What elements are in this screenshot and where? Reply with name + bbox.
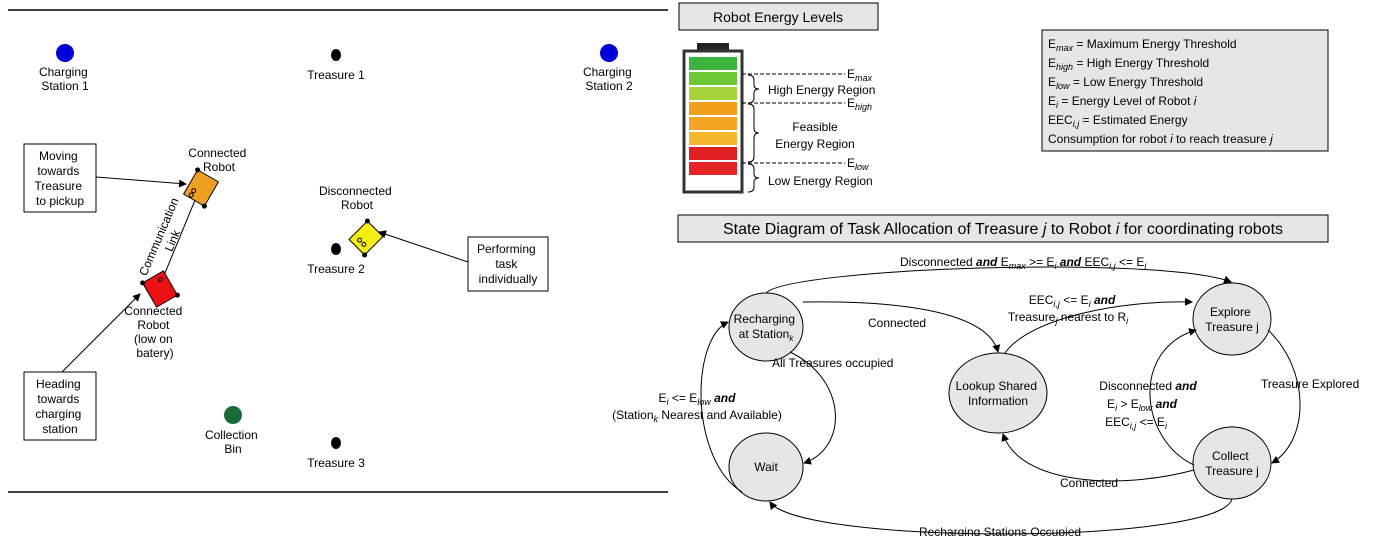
charging-station-1-marker	[56, 44, 74, 62]
feasible-region-label: Energy Region	[775, 137, 854, 151]
callout-moving-text: Moving towards Treasure to pickup	[35, 149, 86, 208]
edge-to-recharge-label-1: Ei <= Elow and	[659, 391, 737, 407]
state-collect-label: Collect Treasure j	[1205, 449, 1259, 478]
arena-panel: Charging Station 1 Charging Station 2 Tr…	[8, 9, 668, 493]
callout-performing-arrow	[378, 230, 469, 263]
legend-line-emax: Emax = Maximum Energy Threshold	[1048, 37, 1237, 53]
battery-cell	[689, 87, 737, 100]
battery-terminal	[697, 43, 729, 51]
brace-feasible	[747, 103, 760, 163]
state-recharging-label: Recharging at Stationk	[734, 312, 799, 343]
state-diagram-title: State Diagram of Task Allocation of Trea…	[723, 221, 1283, 238]
state-lookup	[948, 352, 1048, 434]
state-explore-label: Explore Treasure j	[1205, 305, 1259, 334]
battery-cell	[689, 117, 737, 130]
ehigh-label: Ehigh	[847, 96, 872, 112]
disconnected-robot-label: Disconnected Robot	[319, 184, 395, 212]
edge-collect-to-lookup	[1001, 433, 1195, 482]
legend-panel: Emax = Maximum Energy Threshold Ehigh = …	[1041, 29, 1329, 152]
legend-box	[1041, 29, 1329, 152]
battery-cell	[689, 132, 737, 145]
treasure-1-label: Treasure 1	[307, 68, 365, 82]
charging-station-2-marker	[600, 44, 618, 62]
edge-all-occupied-label: All Treasures occupied	[772, 356, 893, 370]
edge-collect-to-explore	[1149, 328, 1197, 466]
edge-disconnected-label-3: EECi,j <= Ei	[1105, 415, 1168, 431]
energy-title-box	[678, 2, 879, 31]
edge-recharge-to-explore-top	[765, 266, 1232, 294]
brace-low	[747, 163, 760, 193]
edge-stations-occupied-label: Recharging Stations Occupied	[919, 525, 1081, 536]
treasure-3-label: Treasure 3	[307, 456, 365, 470]
state-diagram-title-box	[677, 214, 1329, 243]
callout-performing-text: Performing task individually	[477, 242, 539, 286]
charging-station-1-label: Charging Station 1	[39, 65, 91, 93]
edge-top-label: Disconnected and Emax >= Ei and EECi,j <…	[900, 255, 1147, 271]
edge-treasure-explored-label: Treasure Explored	[1261, 377, 1359, 391]
battery-cell	[689, 147, 737, 160]
callout-moving-box	[23, 143, 97, 213]
edge-disconnected-label-2: Ei > Elow and	[1107, 397, 1178, 413]
treasure-2-marker	[331, 243, 341, 255]
feasible-label: Feasible	[792, 120, 838, 134]
energy-title: Robot Energy Levels	[713, 9, 843, 25]
state-wait-label: Wait	[754, 460, 778, 474]
battery-cell	[689, 57, 737, 70]
callout-heading-text: Heading towards charging station	[35, 377, 84, 436]
battery-cell	[689, 162, 737, 175]
state-collect	[1192, 426, 1272, 500]
disconnected-robot-yellow	[348, 218, 384, 258]
connected-robot-bottom-label: Connected Robot (low on batery)	[124, 304, 185, 360]
energy-panel: Robot Energy Levels Emax High Energy Reg…	[678, 2, 879, 194]
collection-bin-marker	[224, 406, 242, 424]
treasure-2-label: Treasure 2	[307, 262, 365, 276]
emax-label: Emax	[847, 67, 873, 83]
legend-line-elow: Elow = Low Energy Threshold	[1048, 75, 1203, 91]
state-diagram-panel: State Diagram of Task Allocation of Trea…	[612, 214, 1359, 536]
legend-line-consumption: Consumption for robot i to reach treasur…	[1048, 132, 1273, 146]
battery-cell	[689, 72, 737, 85]
legend-line-ehigh: Ehigh = High Energy Threshold	[1048, 56, 1209, 72]
edge-lookup-to-explore	[1004, 297, 1193, 354]
edge-treasure-nearest-label: Treasurej nearest to Ri	[1008, 310, 1129, 326]
edge-connected-bottom-label: Connected	[1060, 476, 1118, 490]
callout-moving-arrow	[95, 176, 187, 188]
legend-line-ei: Ei = Energy Level of Robot i	[1048, 94, 1197, 110]
battery-cell	[689, 102, 737, 115]
charging-station-2-label: Charging Station 2	[583, 65, 635, 93]
treasure-1-marker	[331, 49, 341, 61]
state-lookup-label: Lookup Shared Information	[956, 379, 1041, 408]
edge-eec-label: EECi,j <= Ei and	[1029, 293, 1116, 309]
connected-robot-red	[140, 270, 180, 308]
edge-to-recharge-label-2: (Stationk Nearest and Available)	[612, 408, 782, 424]
battery-cells	[689, 57, 737, 175]
state-wait	[728, 432, 804, 502]
elow-label: Elow	[847, 156, 869, 172]
brace-high	[747, 74, 760, 104]
state-explore	[1192, 282, 1272, 356]
callout-heading-arrow	[61, 293, 141, 373]
callout-performing-box	[467, 236, 549, 292]
edge-explore-to-collect	[1267, 329, 1301, 464]
edge-recharge-to-lookup	[802, 301, 1001, 353]
treasure-3-marker	[331, 437, 341, 449]
low-region-label: Low Energy Region	[768, 174, 873, 188]
edge-wait-to-recharge	[700, 321, 743, 493]
connected-robot-orange	[182, 167, 220, 209]
edge-collect-to-wait	[769, 498, 1233, 535]
edge-recharge-to-wait	[789, 351, 836, 465]
high-region-label: High Energy Region	[768, 83, 875, 97]
connected-robot-top-label: Connected Robot	[188, 146, 249, 174]
collection-bin-label: Collection Bin	[205, 428, 261, 456]
edge-disconnected-label-1: Disconnected and	[1099, 379, 1197, 393]
legend-line-eec: EECi,j = Estimated Energy	[1048, 113, 1188, 129]
edge-connected-top-label: Connected	[868, 316, 926, 330]
callout-heading-box	[23, 371, 97, 441]
